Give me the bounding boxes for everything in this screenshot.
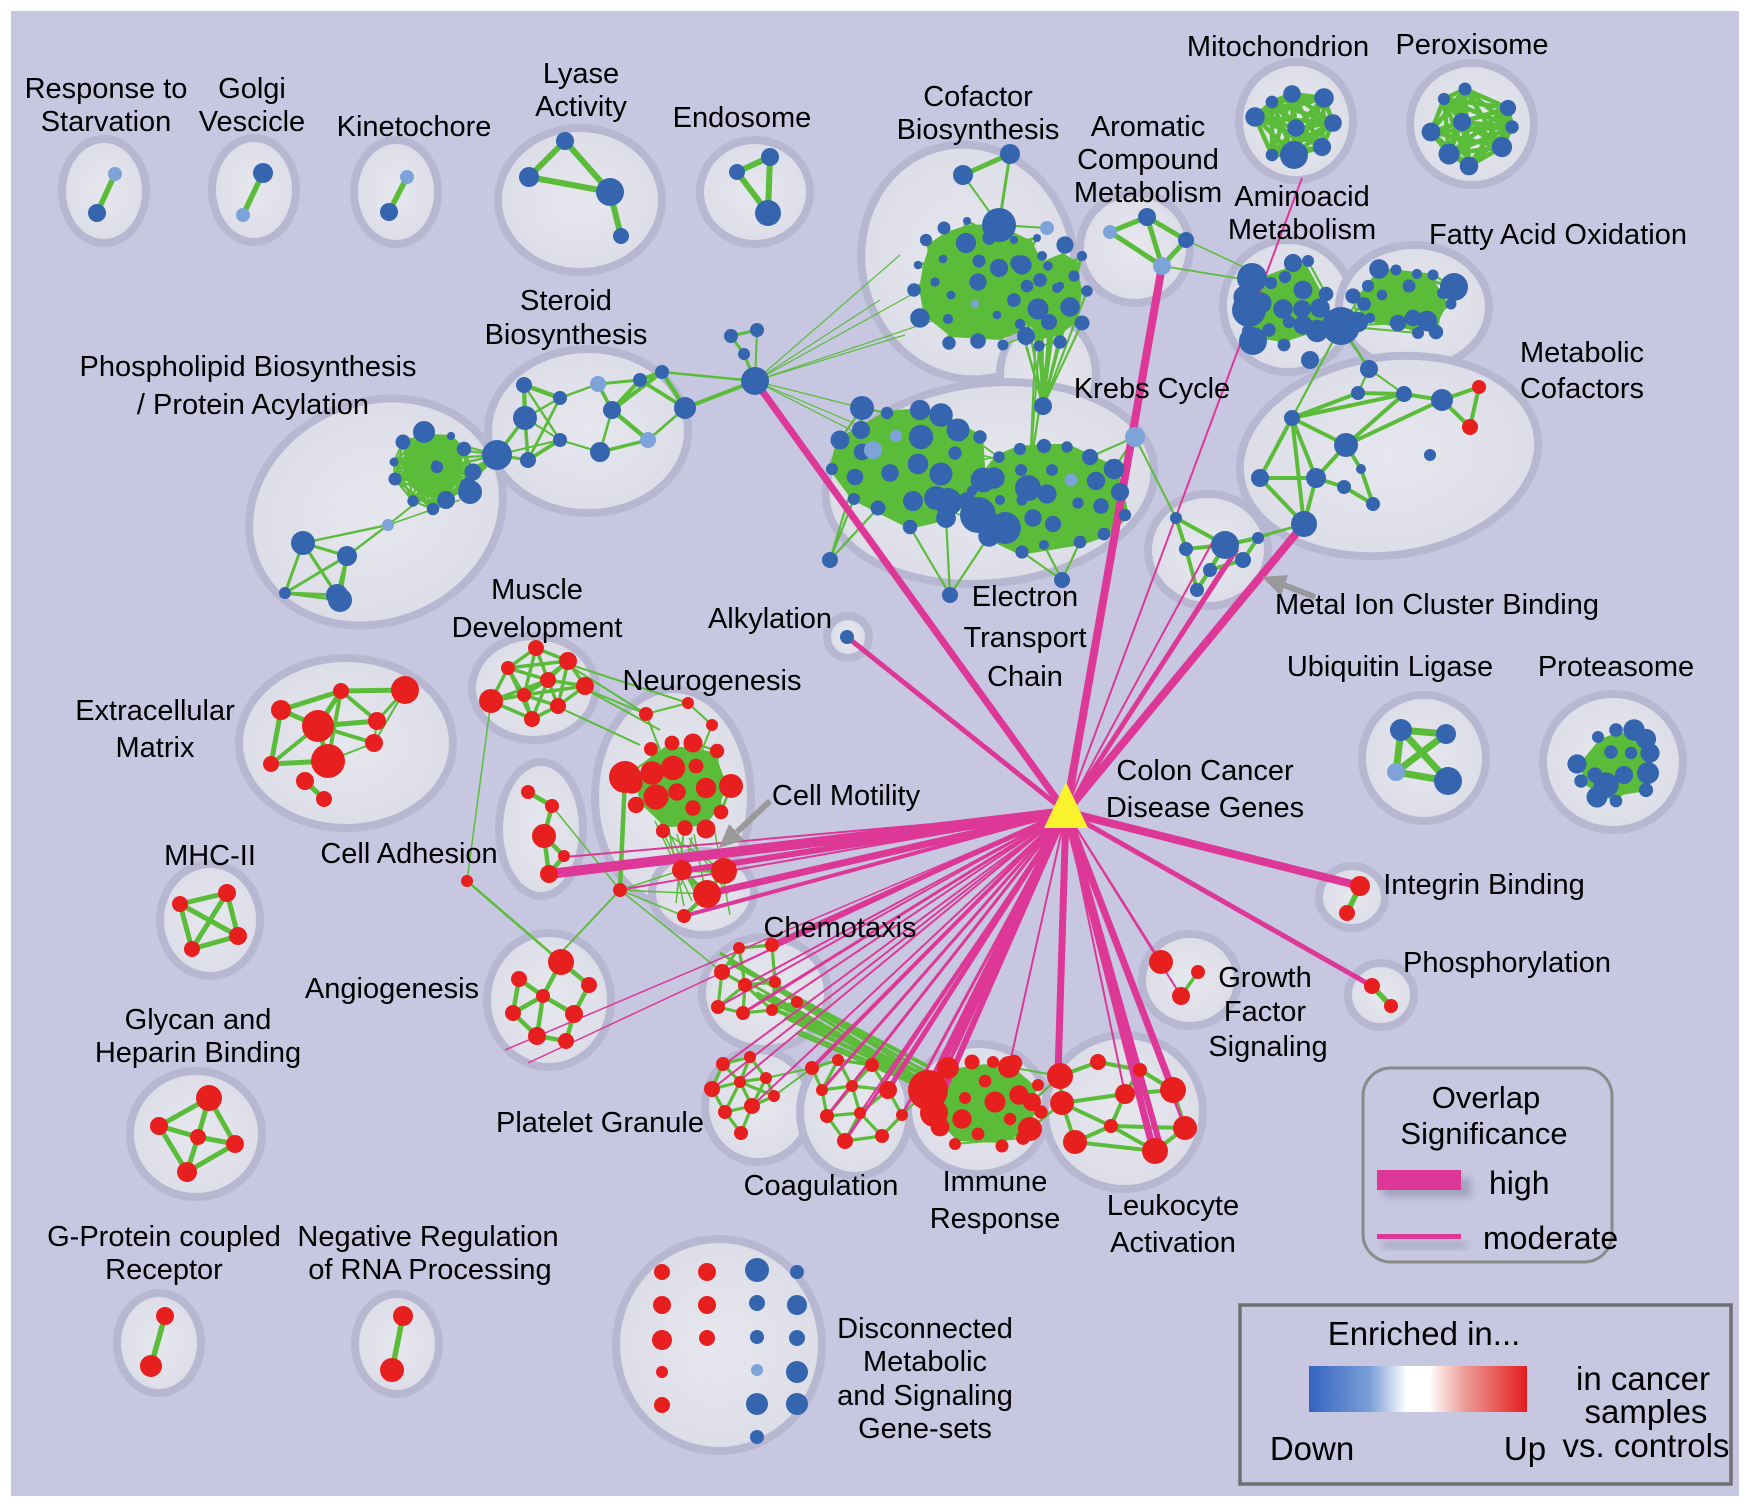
svg-text:Response: Response (930, 1203, 1061, 1235)
svg-text:Enriched in...: Enriched in... (1328, 1315, 1521, 1352)
svg-text:Transport: Transport (963, 622, 1086, 654)
svg-text:Krebs Cycle: Krebs Cycle (1074, 373, 1230, 405)
svg-text:Fatty Acid Oxidation: Fatty Acid Oxidation (1429, 219, 1687, 251)
svg-text:Endosome: Endosome (673, 102, 812, 134)
svg-text:Leukocyte: Leukocyte (1107, 1190, 1239, 1222)
svg-text:MHC-II: MHC-II (164, 840, 256, 872)
svg-text:Starvation: Starvation (41, 106, 172, 138)
svg-text:Cell Motility: Cell Motility (772, 780, 921, 812)
svg-text:vs. controls: vs. controls (1563, 1427, 1730, 1464)
svg-text:Aminoacid: Aminoacid (1234, 181, 1369, 213)
svg-text:Overlap: Overlap (1432, 1080, 1541, 1115)
svg-text:G-Protein coupled: G-Protein coupled (47, 1221, 281, 1253)
svg-text:Coagulation: Coagulation (744, 1170, 899, 1202)
svg-text:Metabolism: Metabolism (1228, 214, 1376, 246)
svg-text:Metabolism: Metabolism (1074, 177, 1222, 209)
svg-text:Integrin Binding: Integrin Binding (1383, 869, 1585, 901)
svg-text:Receptor: Receptor (105, 1254, 223, 1286)
svg-text:Down: Down (1270, 1430, 1354, 1467)
svg-text:Factor: Factor (1224, 996, 1307, 1028)
svg-text:Negative Regulation: Negative Regulation (297, 1221, 558, 1253)
svg-text:Angiogenesis: Angiogenesis (305, 973, 479, 1005)
svg-text:Metabolic: Metabolic (1520, 337, 1644, 369)
svg-text:Muscle: Muscle (491, 574, 583, 606)
svg-text:Up: Up (1504, 1430, 1546, 1467)
svg-text:Lyase: Lyase (543, 58, 619, 90)
svg-text:Metabolic: Metabolic (863, 1346, 987, 1378)
svg-text:and Signaling: and Signaling (837, 1380, 1013, 1412)
svg-text:Chemotaxis: Chemotaxis (763, 912, 916, 944)
svg-text:Cofactor: Cofactor (923, 81, 1033, 113)
svg-text:Extracellular: Extracellular (75, 695, 235, 727)
svg-text:Glycan and: Glycan and (125, 1004, 272, 1036)
svg-text:Colon Cancer: Colon Cancer (1116, 755, 1294, 787)
svg-text:Mitochondrion: Mitochondrion (1187, 31, 1369, 63)
svg-text:Gene-sets: Gene-sets (858, 1413, 992, 1445)
svg-text:of RNA Processing: of RNA Processing (308, 1254, 551, 1286)
svg-text:Cell Adhesion: Cell Adhesion (320, 838, 497, 870)
svg-text:Vescicle: Vescicle (199, 106, 305, 138)
svg-text:Development: Development (452, 612, 623, 644)
svg-text:Phospholipid Biosynthesis: Phospholipid Biosynthesis (80, 351, 417, 383)
svg-text:in cancer: in cancer (1576, 1360, 1710, 1397)
svg-text:Activation: Activation (1110, 1227, 1236, 1259)
svg-text:Chain: Chain (987, 661, 1063, 693)
svg-text:Steroid: Steroid (520, 285, 612, 317)
svg-text:Matrix: Matrix (116, 732, 195, 764)
svg-text:/ Protein Acylation: / Protein Acylation (137, 389, 369, 421)
svg-text:samples: samples (1585, 1393, 1708, 1430)
svg-text:Activity: Activity (535, 91, 627, 123)
svg-text:Ubiquitin Ligase: Ubiquitin Ligase (1287, 651, 1493, 683)
svg-text:Biosynthesis: Biosynthesis (485, 319, 648, 351)
svg-text:Growth: Growth (1218, 962, 1311, 994)
svg-text:Neurogenesis: Neurogenesis (623, 665, 802, 697)
svg-text:Aromatic: Aromatic (1091, 111, 1205, 143)
svg-text:Peroxisome: Peroxisome (1395, 29, 1548, 61)
svg-text:Kinetochore: Kinetochore (337, 111, 492, 143)
svg-text:Disease Genes: Disease Genes (1106, 792, 1304, 824)
svg-text:Signaling: Signaling (1208, 1031, 1327, 1063)
svg-text:Disconnected: Disconnected (837, 1313, 1013, 1345)
svg-text:Electron: Electron (972, 581, 1078, 613)
svg-text:Proteasome: Proteasome (1538, 651, 1694, 683)
svg-text:Immune: Immune (943, 1166, 1048, 1198)
svg-text:Response to: Response to (25, 73, 188, 105)
svg-text:Significance: Significance (1400, 1116, 1567, 1151)
svg-text:high: high (1489, 1165, 1550, 1201)
svg-text:Alkylation: Alkylation (708, 603, 832, 635)
svg-text:Heparin Binding: Heparin Binding (95, 1037, 301, 1069)
svg-text:moderate: moderate (1483, 1220, 1618, 1256)
svg-text:Biosynthesis: Biosynthesis (897, 114, 1060, 146)
svg-text:Platelet Granule: Platelet Granule (496, 1107, 704, 1139)
svg-text:Golgi: Golgi (218, 73, 286, 105)
svg-text:Metal Ion Cluster Binding: Metal Ion Cluster Binding (1275, 589, 1599, 621)
svg-text:Cofactors: Cofactors (1520, 373, 1644, 405)
svg-text:Compound: Compound (1077, 144, 1219, 176)
svg-text:Phosphorylation: Phosphorylation (1403, 947, 1611, 979)
